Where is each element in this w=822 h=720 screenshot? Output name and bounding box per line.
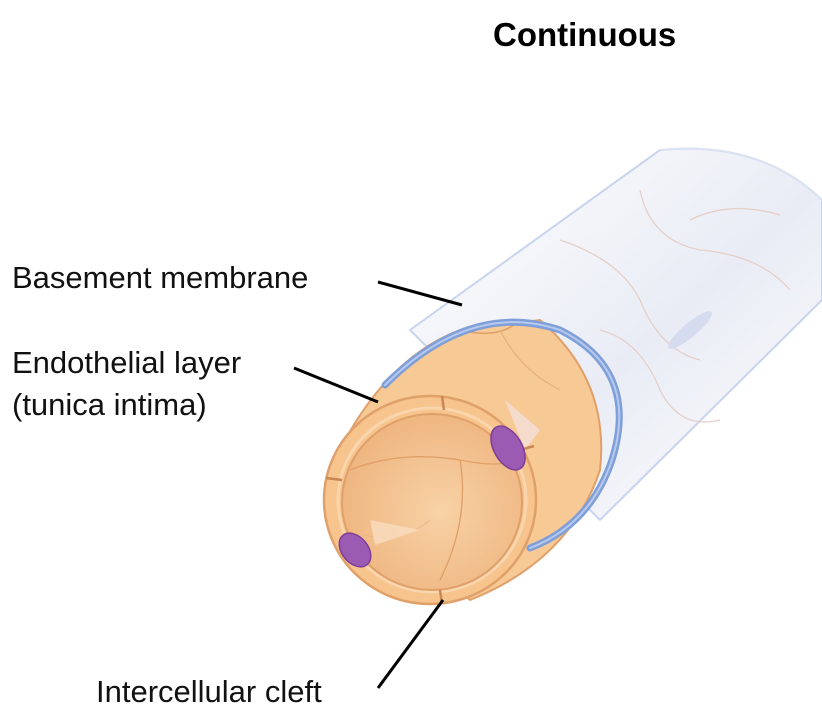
leader-basement-membrane bbox=[377, 280, 463, 307]
label-basement-membrane: Basement membrane bbox=[12, 260, 309, 295]
leader-endothelial-layer bbox=[293, 366, 379, 404]
label-intercellular-cleft: Intercellular cleft bbox=[96, 674, 322, 709]
nucleus-upper-right bbox=[490, 425, 526, 471]
nucleus-lower-left bbox=[338, 532, 372, 568]
leader-intercellular-cleft bbox=[376, 599, 445, 689]
label-tunica-intima: (tunica intima) bbox=[12, 387, 207, 422]
label-endothelial-layer: Endothelial layer bbox=[12, 345, 242, 380]
lumen bbox=[341, 400, 540, 591]
diagram-title: Continuous bbox=[493, 16, 677, 53]
